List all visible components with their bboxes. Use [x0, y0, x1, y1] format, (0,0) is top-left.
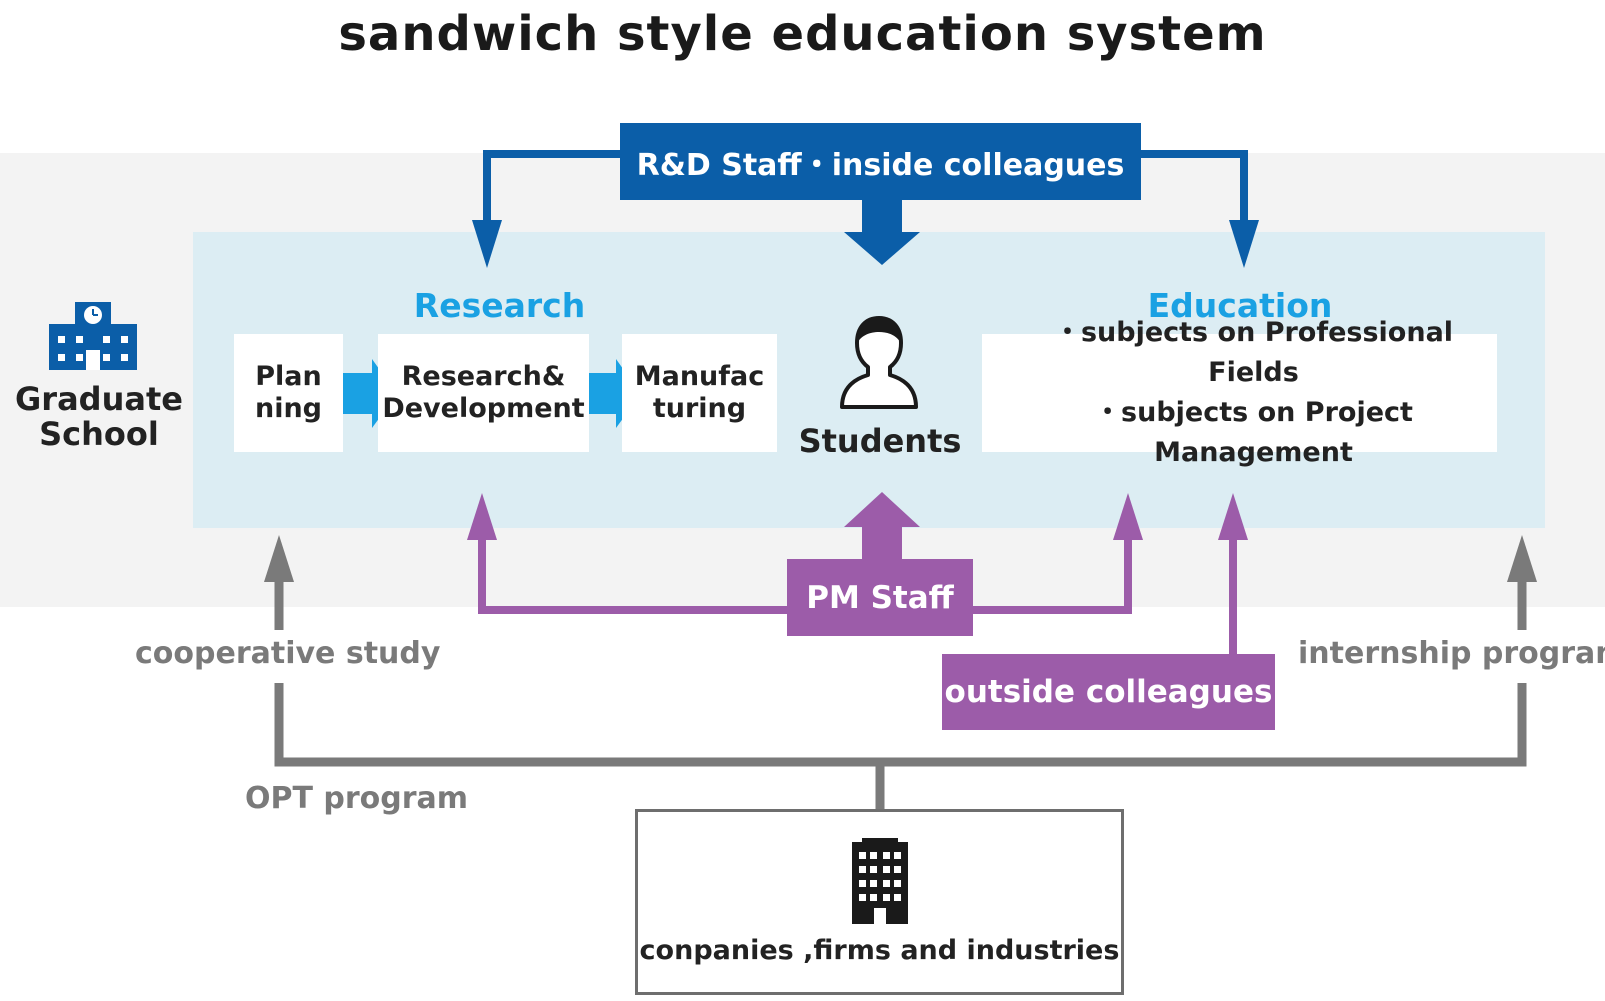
- industry-bus-line: [274, 683, 1527, 767]
- outside-colleagues-box: outside colleagues: [942, 654, 1275, 730]
- cooperative-study-label: cooperative study: [135, 636, 441, 671]
- internship-arrowhead: [1507, 535, 1537, 582]
- pm-connectors: [478, 538, 1237, 654]
- rd-connectors: [483, 150, 1248, 222]
- office-building-icon: [852, 838, 908, 924]
- education-subjects-box: ・subjects on Professional Fields ・subjec…: [982, 317, 1497, 468]
- pm-to-education-line: [973, 538, 1132, 614]
- school-building-icon: [49, 302, 137, 370]
- companies-label: conpanies ,firms and industries: [639, 935, 1120, 966]
- outside-to-education-arrowhead: [1218, 493, 1248, 540]
- internship-program-label: internship program: [1298, 636, 1605, 671]
- pm-to-research-line: [478, 538, 787, 614]
- pm-to-research-arrowhead: [467, 493, 497, 540]
- opt-program-label: OPT program: [245, 781, 469, 816]
- rd-to-education-arrowhead: [1229, 220, 1259, 268]
- education-subject-item: ・subjects on Project Management: [1094, 397, 1413, 468]
- pm-to-students-arrow: [844, 492, 920, 559]
- education-subject-item: ・subjects on Professional Fields: [1053, 317, 1454, 388]
- step-manufacturing: Manufac turing: [622, 334, 777, 452]
- education-label: Education: [1147, 286, 1333, 325]
- graduate-school-label: Graduate School: [15, 380, 183, 453]
- rd-to-students-arrow: [844, 200, 920, 265]
- step-research-development: Research& Development: [378, 334, 589, 452]
- industry-connectors: [274, 582, 1527, 809]
- rd-to-research-arrowhead: [472, 220, 502, 268]
- pm-to-education-arrowhead: [1113, 493, 1143, 540]
- page-title: sandwich style education system: [338, 6, 1267, 62]
- students-label: Students: [798, 422, 962, 460]
- rd-to-research-line: [483, 150, 620, 222]
- cooperative-arrowhead: [264, 535, 294, 582]
- step-planning: Plan ning: [234, 334, 343, 452]
- rd-to-education-line: [1141, 150, 1248, 222]
- person-icon: [840, 316, 918, 409]
- rd-staff-box: R&D Staff・inside colleagues: [620, 123, 1141, 200]
- research-label: Research: [413, 286, 586, 325]
- pm-staff-box: PM Staff: [787, 559, 973, 636]
